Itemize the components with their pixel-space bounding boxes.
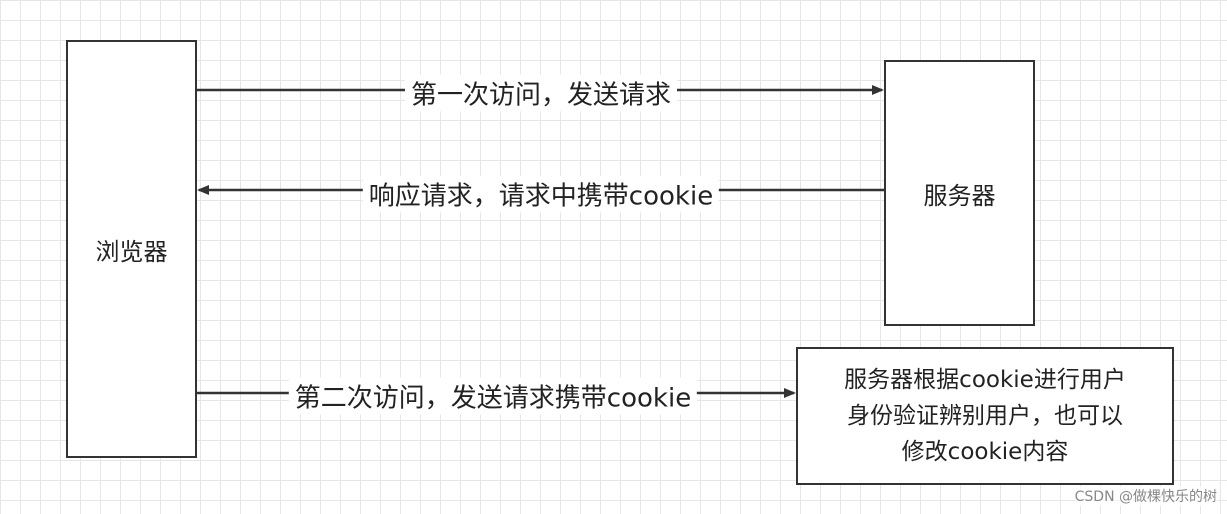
note-line: 身份验证辨别用户，也可以 — [847, 403, 1123, 429]
server-validation-note: 服务器根据cookie进行用户 身份验证辨别用户，也可以 修改cookie内容 — [796, 347, 1174, 485]
watermark: CSDN @做棵快乐的树 — [1074, 486, 1217, 506]
note-line: 服务器根据cookie进行用户 — [844, 367, 1126, 393]
browser-node: 浏览器 — [66, 40, 197, 458]
server-label: 服务器 — [923, 181, 996, 210]
server-node: 服务器 — [884, 60, 1035, 326]
first-request-label: 第一次访问，发送请求 — [404, 74, 678, 112]
second-request-label: 第二次访问，发送请求携带cookie — [288, 377, 698, 415]
response-label: 响应请求，请求中携带cookie — [362, 175, 720, 213]
browser-label: 浏览器 — [95, 237, 168, 266]
note-line: 修改cookie内容 — [901, 439, 1069, 465]
